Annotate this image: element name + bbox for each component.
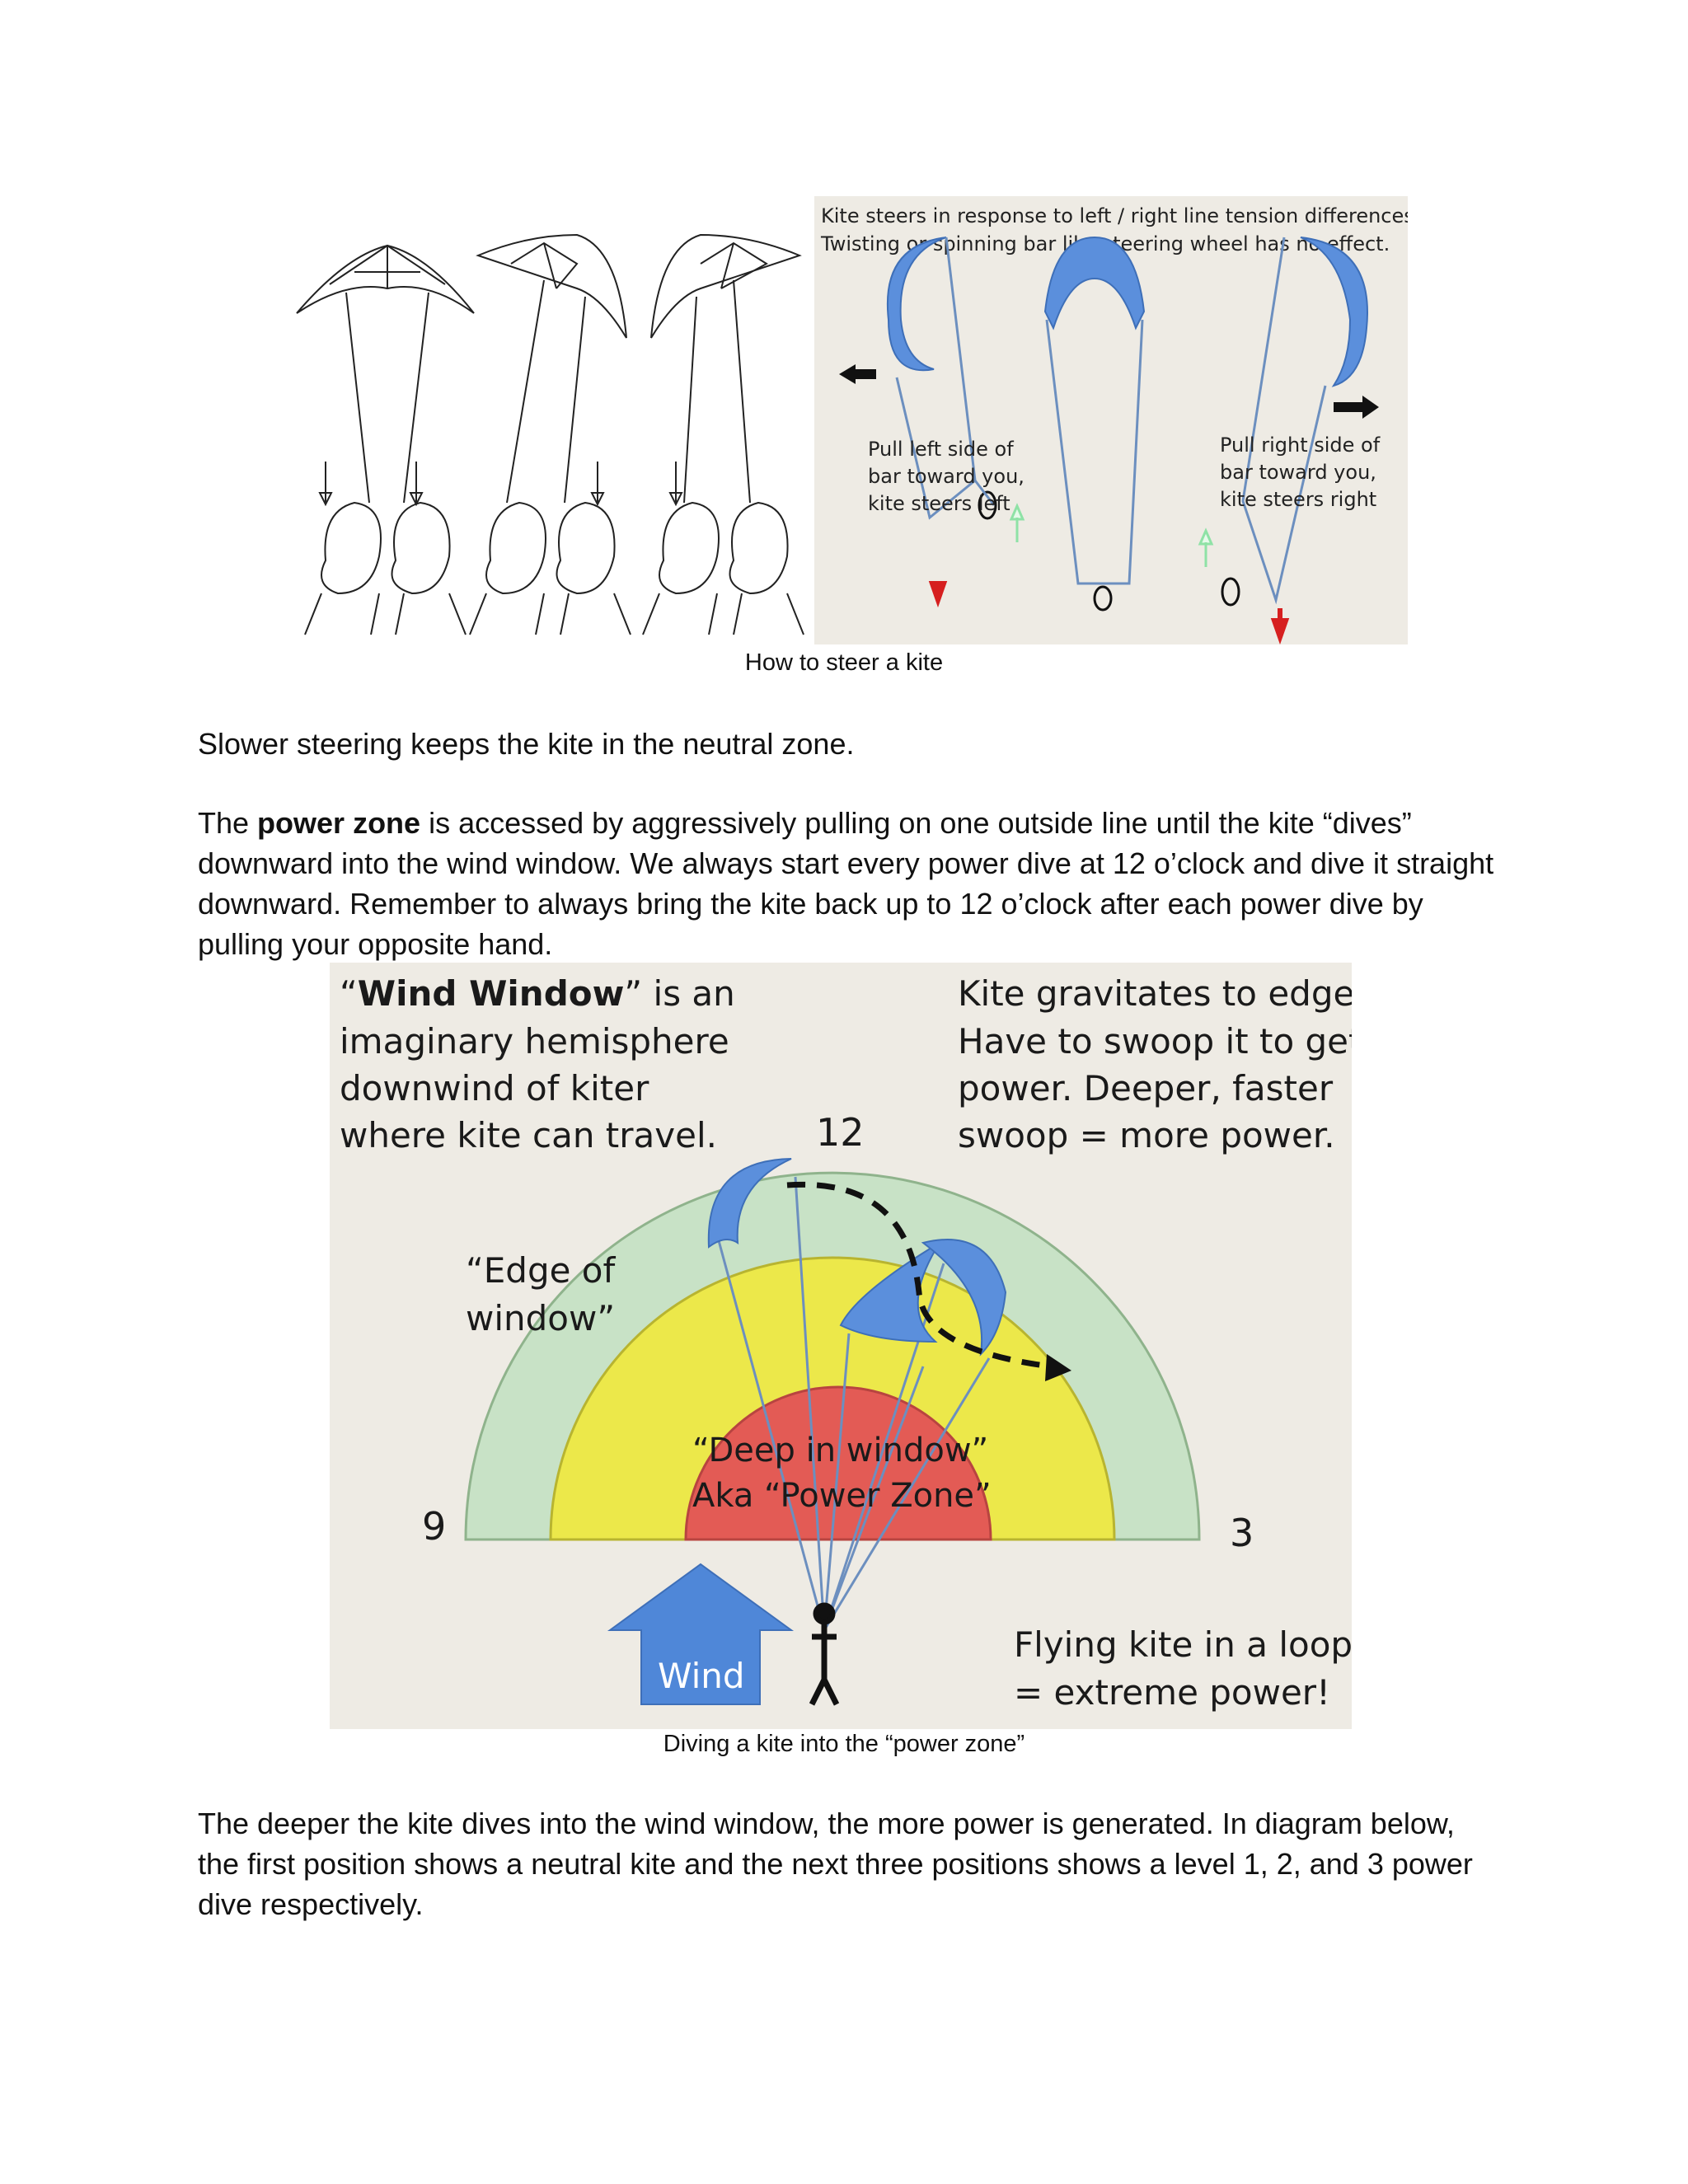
wind-label: Wind — [658, 1656, 745, 1696]
wind-arrow-icon: Wind — [607, 1563, 795, 1705]
kite-steering-center — [1043, 236, 1146, 612]
left-label-line3: kite steers left — [868, 492, 1010, 515]
tr-line1: Kite gravitates to edge. — [958, 973, 1352, 1014]
edge-label-line2: window” — [466, 1298, 615, 1338]
tr-line3: power. Deeper, faster — [958, 1068, 1334, 1108]
left-label-line2: bar toward you, — [868, 465, 1025, 488]
tl-line1: imaginary hemisphere — [340, 1021, 729, 1062]
figure1-caption: How to steer a kite — [744, 649, 944, 676]
tl-line3: where kite can travel. — [340, 1115, 717, 1155]
wind-window-heading: “Wind Window” is an — [340, 973, 735, 1014]
arrow-left-icon — [839, 364, 876, 384]
clock-3-label: 3 — [1230, 1511, 1254, 1555]
right-label-line3: kite steers right — [1220, 488, 1376, 511]
kite-sketch-2 — [469, 233, 631, 635]
wind-window-diagram: “Wind Window” is an imaginary hemisphere… — [330, 963, 1352, 1729]
br-line2: = extreme power! — [1014, 1672, 1330, 1713]
br-line1: Flying kite in a loop — [1014, 1624, 1352, 1665]
para2-post: is accessed by aggressively pulling on o… — [198, 806, 1494, 961]
kite-sketch-1 — [296, 244, 475, 635]
swoop-path — [786, 1181, 1052, 1370]
right-label-line2: bar toward you, — [1220, 461, 1376, 484]
deep-label-line1: “Deep in window” — [692, 1432, 988, 1469]
deep-label-line2: Aka “Power Zone” — [692, 1477, 992, 1515]
kite-at-12 — [707, 1158, 792, 1249]
tl-line2: downwind of kiter — [340, 1068, 649, 1108]
paragraph-neutral-zone: Slower steering keeps the kite in the ne… — [198, 727, 855, 761]
clock-12-label: 12 — [816, 1110, 865, 1155]
para2-bold: power zone — [257, 806, 421, 840]
down-red-arrow-icon — [928, 581, 948, 608]
kite-sketch-3 — [642, 233, 804, 635]
up-green-arrow-icon — [1198, 527, 1214, 567]
kite-steering-right: Pull right side of bar toward you, kite … — [1198, 237, 1381, 644]
kite-power-dive — [921, 1239, 1007, 1357]
steering-diagram-panel: Kite steers in response to left / right … — [814, 196, 1408, 644]
kite-steering-left: Pull left side of bar toward you, kite s… — [839, 237, 1025, 608]
right-label-line1: Pull right side of — [1220, 434, 1381, 457]
paragraph-power-zone: The power zone is accessed by aggressive… — [198, 803, 1500, 964]
arrow-right-icon — [1334, 396, 1379, 419]
kite-lines — [715, 1176, 991, 1631]
down-red-arrow-icon — [1270, 608, 1290, 644]
steering-sketch-illustration — [296, 233, 804, 635]
tr-line4: swoop = more power. — [958, 1115, 1335, 1155]
up-green-arrow-icon — [1009, 503, 1025, 542]
paragraph-deeper-dive: The deeper the kite dives into the wind … — [198, 1807, 1473, 1921]
clock-9-label: 9 — [422, 1504, 446, 1549]
panel-note-line1: Kite steers in response to left / right … — [821, 204, 1408, 227]
tr-line2: Have to swoop it to get — [958, 1021, 1352, 1062]
figure2-caption: Diving a kite into the “power zone” — [663, 1731, 1025, 1757]
edge-label-line1: “Edge of — [466, 1250, 617, 1291]
para2-pre: The — [198, 806, 258, 840]
left-label-line1: Pull left side of — [868, 438, 1014, 461]
swoop-arrowhead-icon — [1045, 1354, 1071, 1381]
kiter-figure-icon — [809, 1602, 840, 1706]
